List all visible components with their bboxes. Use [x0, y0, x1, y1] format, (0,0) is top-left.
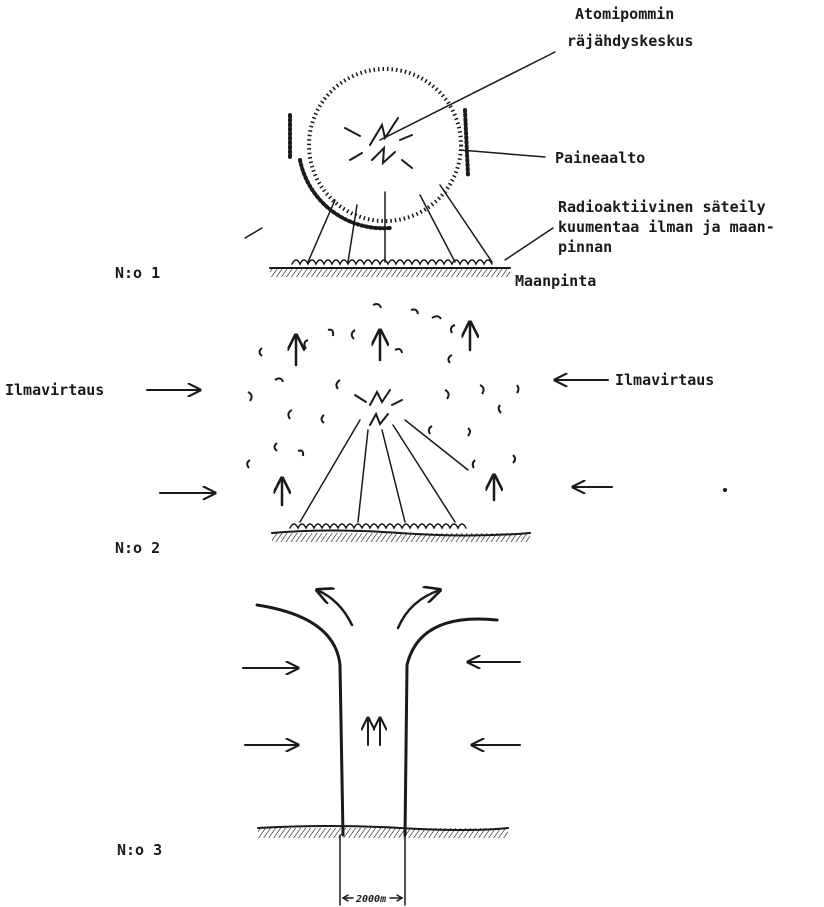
- outflow-right-arrow: [398, 590, 440, 628]
- airflow-left-label: Ilmavirtaus: [5, 381, 104, 399]
- bomb-title-pointer: [380, 52, 555, 140]
- secondary-explosion-star: [355, 390, 402, 425]
- stage2-label: N:o 2: [115, 539, 160, 557]
- updraft-lines: [300, 420, 468, 522]
- stage3-label: N:o 3: [117, 841, 162, 859]
- pressure-wave-right-dashes: [465, 110, 468, 175]
- column-left-wall: [257, 605, 343, 835]
- stray-ray-mark: [245, 228, 262, 238]
- outflow-left-arrow: [317, 590, 352, 625]
- airflow-right-label: Ilmavirtaus: [615, 371, 714, 389]
- bomb-title-line1: Atomipommin: [575, 5, 674, 23]
- bomb-title-line2: räjähdyskeskus: [567, 32, 693, 50]
- stage1-label: N:o 1: [115, 264, 160, 282]
- radiation-label-line1: Radioaktiivinen säteily: [558, 198, 766, 216]
- heated-air-curls: [292, 260, 492, 264]
- stage-2-panel: Ilmavirtaus Ilmavirtaus: [5, 304, 727, 557]
- radiation-label-line3: pinnan: [558, 238, 612, 256]
- radiation-pointer: [505, 228, 553, 260]
- ground-air-curls-2: [290, 524, 466, 528]
- pressure-wave-pointer: [460, 150, 545, 157]
- stage-1-panel: Atomipommin räjähdyskeskus Paineaalto: [115, 5, 775, 290]
- radiation-label-line2: kuumentaa ilman ja maan-: [558, 218, 775, 236]
- ground-label: Maanpinta: [515, 272, 596, 290]
- column-right-wall: [405, 619, 497, 835]
- pressure-wave-label: Paineaalto: [555, 149, 645, 167]
- stage-3-panel: 2000m N:o 3: [117, 590, 520, 905]
- radiation-rays: [308, 185, 492, 262]
- dispersed-particles: [247, 304, 727, 492]
- ground-hatch-1: [270, 268, 510, 277]
- explosion-center-star: [345, 118, 412, 168]
- width-measure-label: 2000m: [355, 894, 386, 905]
